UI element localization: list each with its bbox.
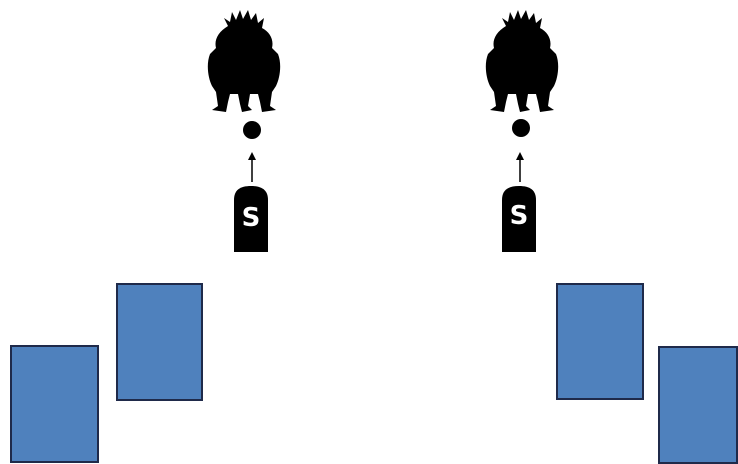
up-arrow-icon <box>248 152 256 182</box>
block-group-right <box>556 283 738 464</box>
ball-icon <box>512 119 530 137</box>
ball-icon <box>243 121 261 139</box>
block-right-high <box>556 283 644 400</box>
creature-silhouette-icon <box>485 10 559 112</box>
block-left-high <box>116 283 203 401</box>
scene-right: S <box>485 10 559 252</box>
tombstone-token-icon: S <box>234 186 268 252</box>
scene-left: S <box>207 10 281 252</box>
block-group-left <box>10 283 203 463</box>
up-arrow-icon <box>516 152 524 182</box>
token-label-right: S <box>510 201 529 231</box>
token-label-left: S <box>242 203 261 233</box>
block-right-low <box>658 346 738 464</box>
tombstone-token-icon: S <box>502 186 536 252</box>
creature-silhouette-icon <box>207 10 281 112</box>
block-left-low <box>10 345 99 463</box>
